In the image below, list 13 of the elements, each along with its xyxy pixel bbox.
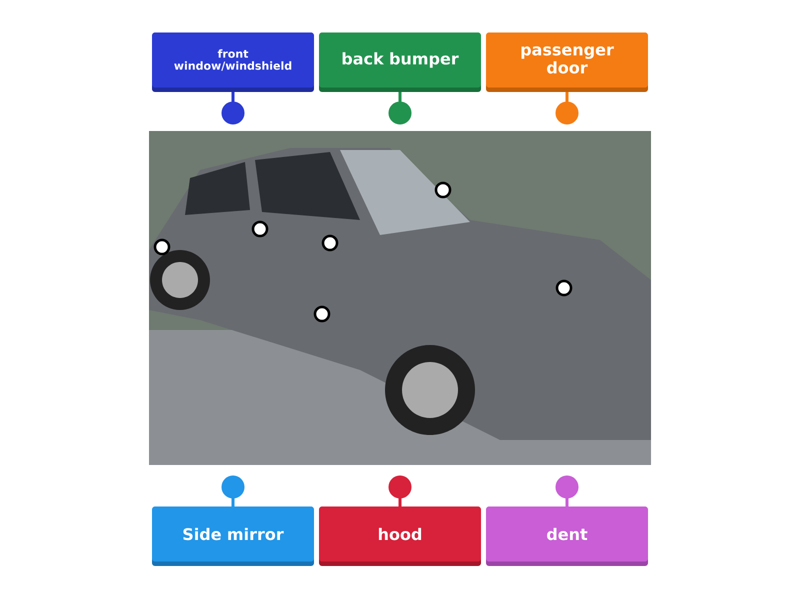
- hotspot-marker: [314, 306, 330, 322]
- label-tile: front window/windshield: [152, 32, 314, 92]
- car-photo: [149, 131, 651, 465]
- hotspot-marker: [154, 238, 170, 256]
- hotspot-marker: [434, 182, 452, 198]
- hotspot-marker: [322, 234, 338, 252]
- label-tile: Side mirror: [152, 506, 314, 566]
- label-tile: dent: [486, 506, 648, 566]
- hotspot-marker: [252, 220, 268, 238]
- label-tile: passenger door: [486, 32, 648, 92]
- hotspot-marker: [556, 280, 572, 296]
- label-tile: hood: [319, 506, 481, 566]
- label-tile: back bumper: [319, 32, 481, 92]
